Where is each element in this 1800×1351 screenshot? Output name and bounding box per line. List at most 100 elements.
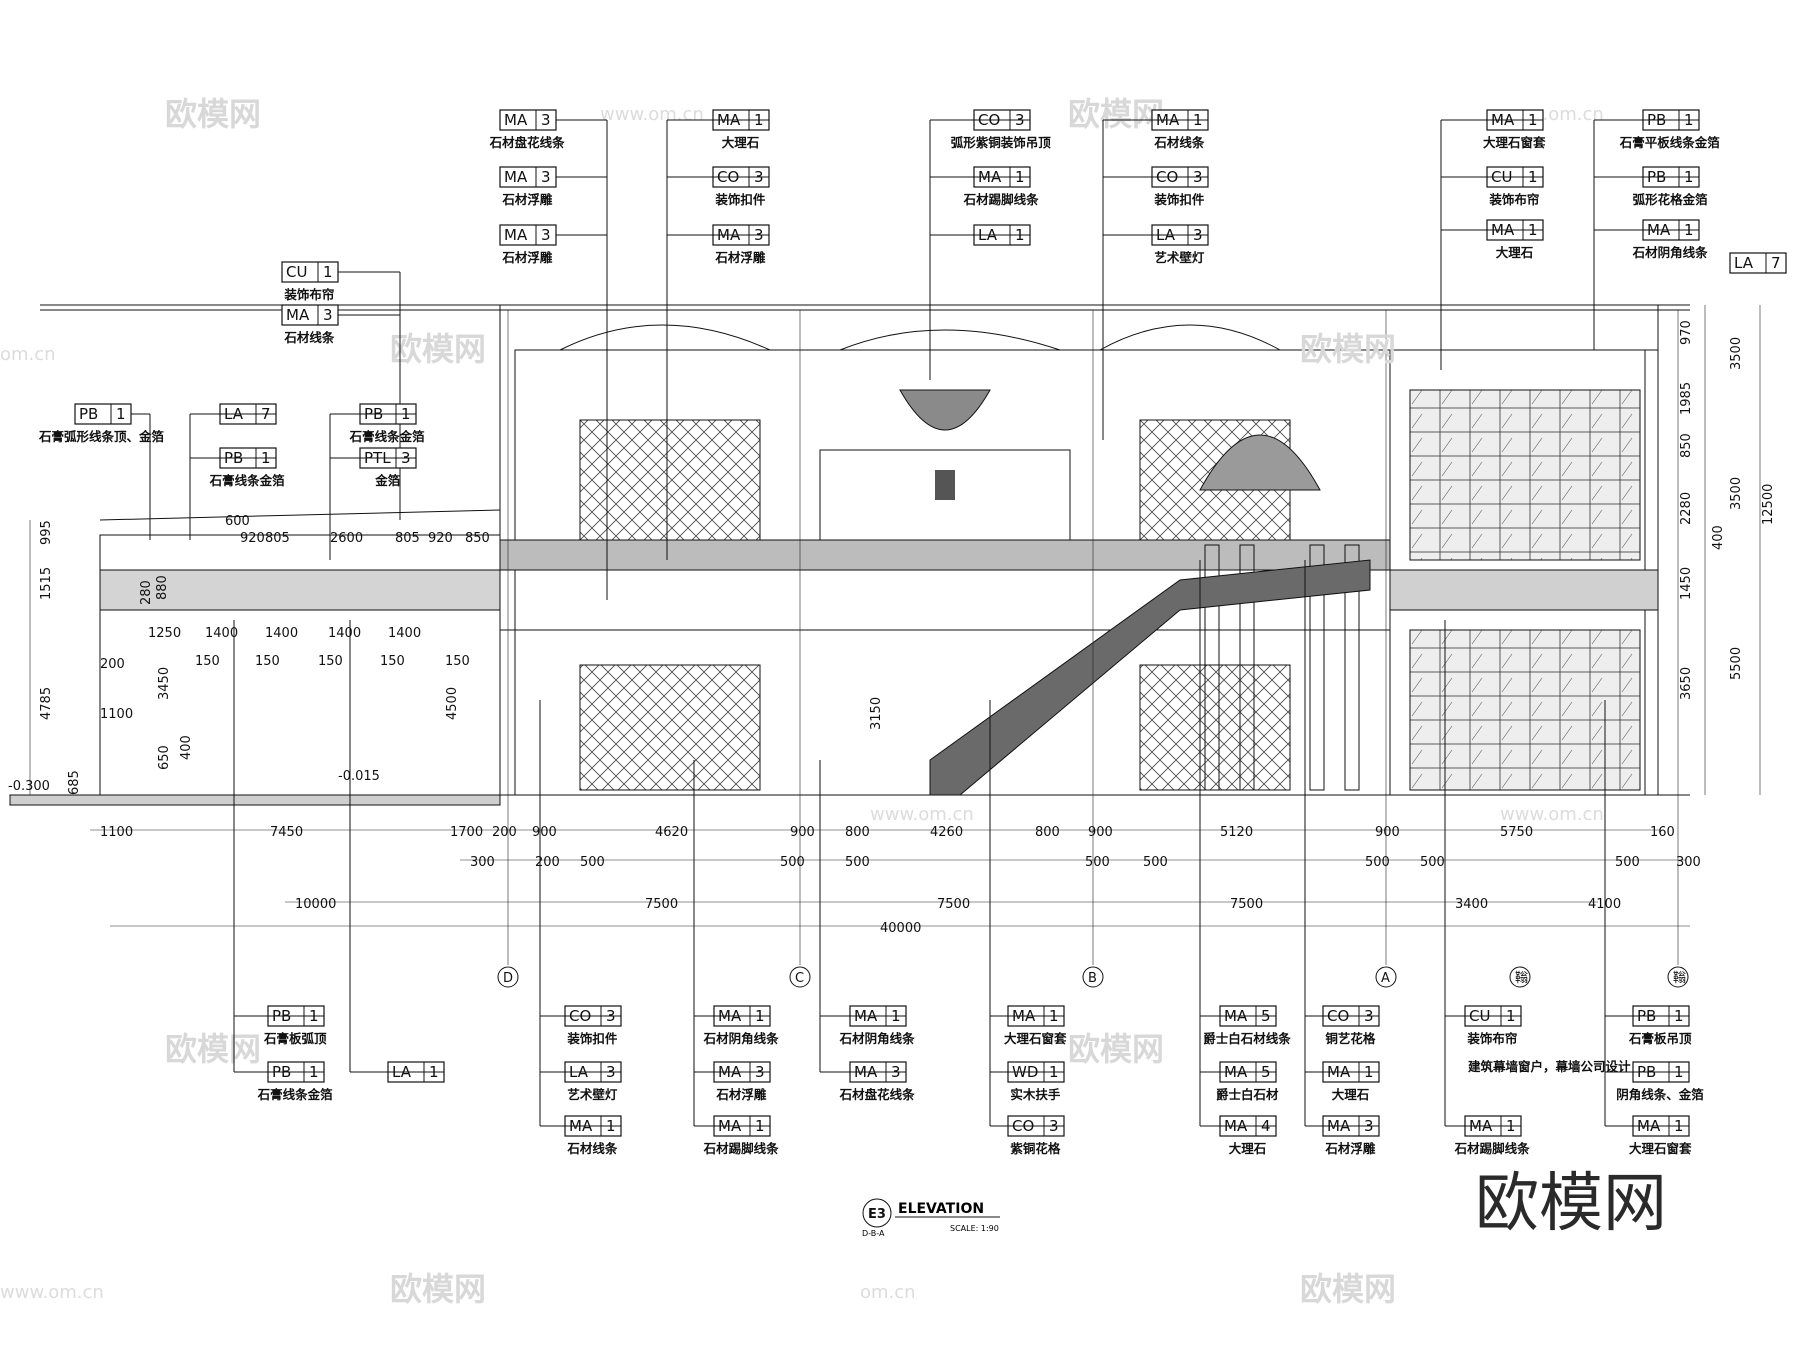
- dimension-value: 160: [1650, 825, 1675, 840]
- dimension-value: 500: [780, 855, 805, 870]
- dimension-value: 2280: [1679, 492, 1694, 525]
- tag-number: 7: [1771, 254, 1781, 272]
- tag-number: 3: [323, 306, 333, 324]
- dimension-value: 850: [465, 531, 490, 546]
- tag-description: 大理石: [1496, 245, 1534, 260]
- grid-axis-bubble: C: [789, 966, 811, 988]
- watermark-text: 欧模网: [165, 95, 261, 133]
- grid-axis-bubble: D: [497, 966, 519, 988]
- dimension-value: 1985: [1679, 382, 1694, 415]
- dimension-value: 3650: [1679, 667, 1694, 700]
- dimension-value: 4785: [39, 687, 54, 720]
- dimension-value: 10000: [295, 897, 336, 912]
- dimension-value: 1400: [205, 626, 238, 641]
- tag-code: MA: [286, 306, 310, 324]
- dimension-value: 500: [580, 855, 605, 870]
- tag-description: 装饰布帘: [283, 287, 334, 302]
- dimension-value: 7500: [645, 897, 678, 912]
- tag-description: 石膏线条金箔: [209, 473, 286, 488]
- material-tag: MA 3 石材线条: [281, 304, 401, 520]
- tag-description: 石材踢脚线条: [963, 192, 1040, 207]
- grid-axis-bubble: 䩺: [1667, 966, 1689, 988]
- tag-description: 装饰布帘: [1466, 1031, 1517, 1046]
- tag-description: 大理石: [722, 135, 760, 150]
- grid-axis-label: C: [795, 971, 804, 986]
- dimension-value: 3500: [1729, 337, 1744, 370]
- dimension-total: 40000: [880, 921, 921, 936]
- dimension-value: 150: [255, 654, 280, 669]
- title-label: ELEVATION: [898, 1201, 984, 1217]
- tag-description: 石材浮雕: [501, 250, 553, 265]
- dimension-value: 1250: [148, 626, 181, 641]
- dimension-value: 150: [195, 654, 220, 669]
- watermark-url: www.om.cn: [1500, 804, 1604, 825]
- dimension-value: 7450: [270, 825, 303, 840]
- dimension-value: 2600: [330, 531, 363, 546]
- dimension-value: 4100: [1588, 897, 1621, 912]
- dimension-value: 1700: [450, 825, 483, 840]
- tag-code: CU: [286, 263, 307, 281]
- watermark-url: om.cn: [0, 344, 56, 365]
- tag-description: 石材线条: [283, 330, 335, 345]
- tag-description: 阴角线条、金箔: [1616, 1087, 1704, 1102]
- tag-description: 紫铜花格: [1010, 1141, 1061, 1156]
- tag-description: 弧形紫铜装饰吊顶: [951, 135, 1052, 150]
- dimension-value: 150: [318, 654, 343, 669]
- dimension-value: 3500: [1729, 477, 1744, 510]
- tag-description: 艺术壁灯: [1154, 250, 1205, 265]
- tag-description: 石材浮雕: [715, 1087, 767, 1102]
- dimension-value: 500: [1365, 855, 1390, 870]
- dimension-value: 12500: [1761, 484, 1776, 525]
- watermark-text: 欧模网: [1300, 330, 1396, 368]
- dimension-value: 1100: [100, 825, 133, 840]
- dimension-value: 500: [1420, 855, 1445, 870]
- tag-code: PB: [79, 405, 98, 423]
- tag-description: 铜艺花格: [1325, 1031, 1376, 1046]
- dimension-value: 900: [1088, 825, 1113, 840]
- tag-description: 装饰扣件: [714, 192, 766, 207]
- dimension-value: 200: [535, 855, 560, 870]
- dimension-value: 150: [445, 654, 470, 669]
- title-scale: SCALE: 1:90: [950, 1224, 999, 1233]
- dimension-value: 800: [845, 825, 870, 840]
- title-block: E3 ELEVATION SCALE: 1:90 D-B-A: [862, 1198, 1000, 1238]
- grid-axis-label: 䩺: [1673, 971, 1686, 986]
- dimension-value: 4500: [445, 687, 460, 720]
- grid-axis-label: B: [1088, 971, 1097, 986]
- tag-description: 弧形花格金箔: [1633, 192, 1709, 207]
- tag-description: 大理石: [1229, 1141, 1267, 1156]
- tag-description: 石材浮雕: [714, 250, 766, 265]
- title-tag: E3: [868, 1207, 886, 1222]
- dimension-value: 3400: [1455, 897, 1488, 912]
- dimension-value: 1100: [100, 707, 133, 722]
- tag-number: 3: [541, 226, 551, 244]
- level-mark: -0.015: [338, 769, 380, 784]
- level-mark: -0.300: [8, 779, 50, 794]
- tag-description: 石膏弧形线条顶、金箔: [38, 429, 165, 444]
- tag-description: 大理石窗套: [1483, 135, 1546, 150]
- tag-description: 石材踢脚线条: [1454, 1141, 1531, 1156]
- dimension-value: 800: [1035, 825, 1060, 840]
